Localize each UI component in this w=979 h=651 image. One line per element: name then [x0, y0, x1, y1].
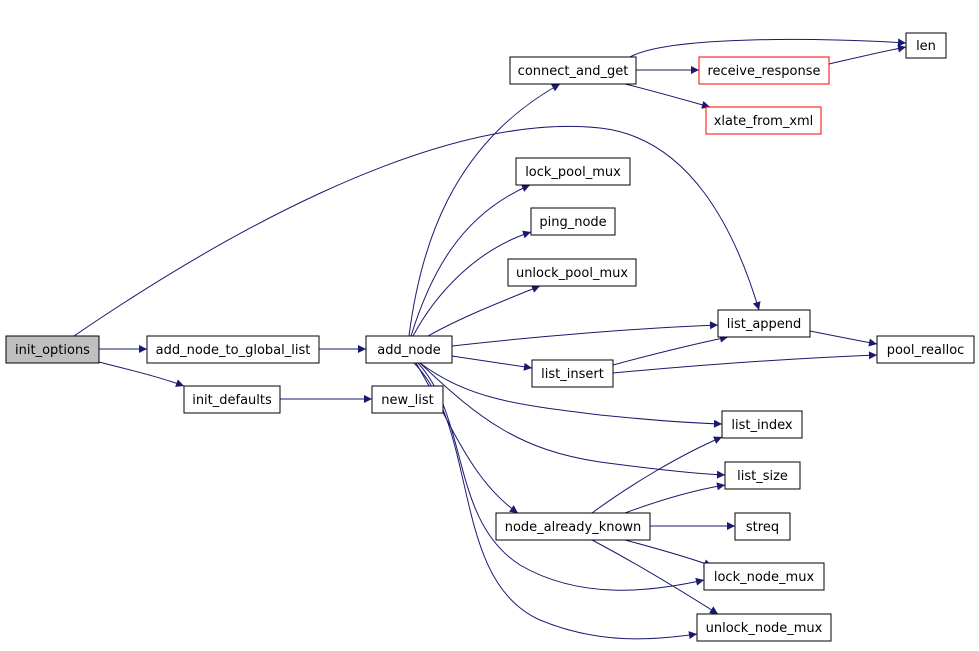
node-receive-response[interactable]: receive_response — [698, 56, 830, 85]
node-label: unlock_node_mux — [706, 621, 823, 636]
edge-add-node-to-list-size — [419, 362, 726, 479]
node-box — [371, 385, 444, 414]
edge-node-already-known-to-list-index — [591, 436, 723, 514]
node-ping-node[interactable]: ping_node — [530, 207, 616, 236]
edge-add-node-to-lock-node-mux — [417, 362, 705, 591]
node-lock-pool-mux[interactable]: lock_pool_mux — [515, 157, 631, 186]
edge-add-node-to-list-index — [419, 362, 723, 428]
node-list-insert[interactable]: list_insert — [531, 359, 614, 388]
node-list-size[interactable]: list_size — [724, 461, 801, 490]
node-label: unlock_pool_mux — [516, 266, 628, 281]
node-label: streq — [746, 520, 779, 535]
edge-list-append-to-pool-realloc — [809, 330, 878, 347]
node-box — [146, 335, 320, 364]
edge-add-node-to-lock-pool-mux — [410, 184, 531, 337]
node-unlock-node-mux[interactable]: unlock_node_mux — [696, 613, 832, 642]
node-box — [183, 385, 281, 414]
node-label: list_insert — [541, 367, 604, 382]
node-label: ping_node — [539, 215, 606, 230]
node-list-append[interactable]: list_append — [717, 309, 811, 338]
edge-add-node-to-unlock-node-mux — [413, 362, 698, 640]
node-box — [721, 410, 803, 439]
node-label: add_node_to_global_list — [156, 343, 311, 358]
nodes-layer: init_options add_node_to_global_list init_… — [5, 32, 975, 642]
edges-layer — [73, 38, 907, 640]
node-xlate-from-xml[interactable]: xlate_from_xml — [705, 106, 822, 135]
node-streq[interactable]: streq — [734, 512, 791, 541]
edge-add-node-to-list-insert — [451, 355, 533, 371]
node-box — [703, 562, 825, 591]
edge-connect-and-get-to-xlate-from-xml — [624, 83, 711, 109]
node-box — [698, 56, 830, 85]
node-label: new_list — [381, 393, 433, 408]
node-box — [509, 56, 637, 85]
node-label: receive_response — [707, 64, 820, 79]
node-label: list_index — [731, 418, 792, 433]
node-box — [531, 359, 614, 388]
edge-list-insert-to-pool-realloc — [612, 351, 878, 374]
node-box — [495, 512, 651, 541]
node-len[interactable]: len — [905, 32, 947, 59]
node-label: list_size — [737, 469, 788, 484]
node-connect-and-get[interactable]: connect_and_get — [509, 56, 637, 85]
node-new-list[interactable]: new_list — [371, 385, 444, 414]
node-box — [515, 157, 631, 186]
edge-add-node-to-ping-node — [412, 230, 532, 337]
edge-list-insert-to-list-append — [612, 334, 729, 366]
edge-init-options-to-init-defaults — [98, 361, 185, 387]
node-init-options[interactable]: init_options — [5, 335, 100, 364]
node-box — [696, 613, 832, 642]
node-label: lock_pool_mux — [525, 165, 621, 180]
node-label: add_node — [377, 343, 440, 358]
node-unlock-pool-mux[interactable]: unlock_pool_mux — [507, 258, 637, 287]
node-pool-realloc[interactable]: pool_realloc — [876, 335, 975, 364]
node-box — [734, 512, 791, 541]
node-node-already-known[interactable]: node_already_known — [495, 512, 651, 541]
node-box — [717, 309, 811, 338]
node-box — [724, 461, 801, 490]
node-box — [905, 32, 947, 59]
node-label: xlate_from_xml — [714, 114, 814, 129]
node-label: len — [916, 39, 936, 54]
edge-node-already-known-to-lock-node-mux — [624, 539, 713, 568]
node-box — [876, 335, 975, 364]
edge-add-node-to-list-append — [451, 321, 719, 347]
edge-node-already-known-to-list-size — [624, 482, 726, 514]
node-label: init_defaults — [192, 393, 272, 408]
node-box — [5, 335, 100, 364]
edge-add-node-to-unlock-pool-mux — [427, 285, 541, 337]
node-label: pool_realloc — [887, 343, 965, 358]
edge-add-node-to-connect-and-get — [408, 83, 561, 337]
node-label: init_options — [15, 343, 90, 358]
node-add-node[interactable]: add_node — [365, 335, 453, 364]
node-label: lock_node_mux — [714, 570, 815, 585]
edge-init-options-to-list-append — [73, 126, 761, 337]
edge-add-node-to-node-already-known — [415, 362, 519, 514]
edge-node-already-known-to-unlock-node-mux — [591, 539, 719, 615]
node-box — [705, 106, 822, 135]
node-box — [507, 258, 637, 287]
node-label: node_already_known — [505, 520, 642, 535]
edge-receive-response-to-len — [828, 44, 907, 65]
node-label: connect_and_get — [518, 64, 629, 79]
node-label: list_append — [727, 317, 802, 332]
node-init-defaults[interactable]: init_defaults — [183, 385, 281, 414]
node-add-node-to-global-list[interactable]: add_node_to_global_list — [146, 335, 320, 364]
node-list-index[interactable]: list_index — [721, 410, 803, 439]
edge-connect-and-get-to-len — [629, 38, 907, 58]
node-box — [530, 207, 616, 236]
node-box — [365, 335, 453, 364]
node-lock-node-mux[interactable]: lock_node_mux — [703, 562, 825, 591]
